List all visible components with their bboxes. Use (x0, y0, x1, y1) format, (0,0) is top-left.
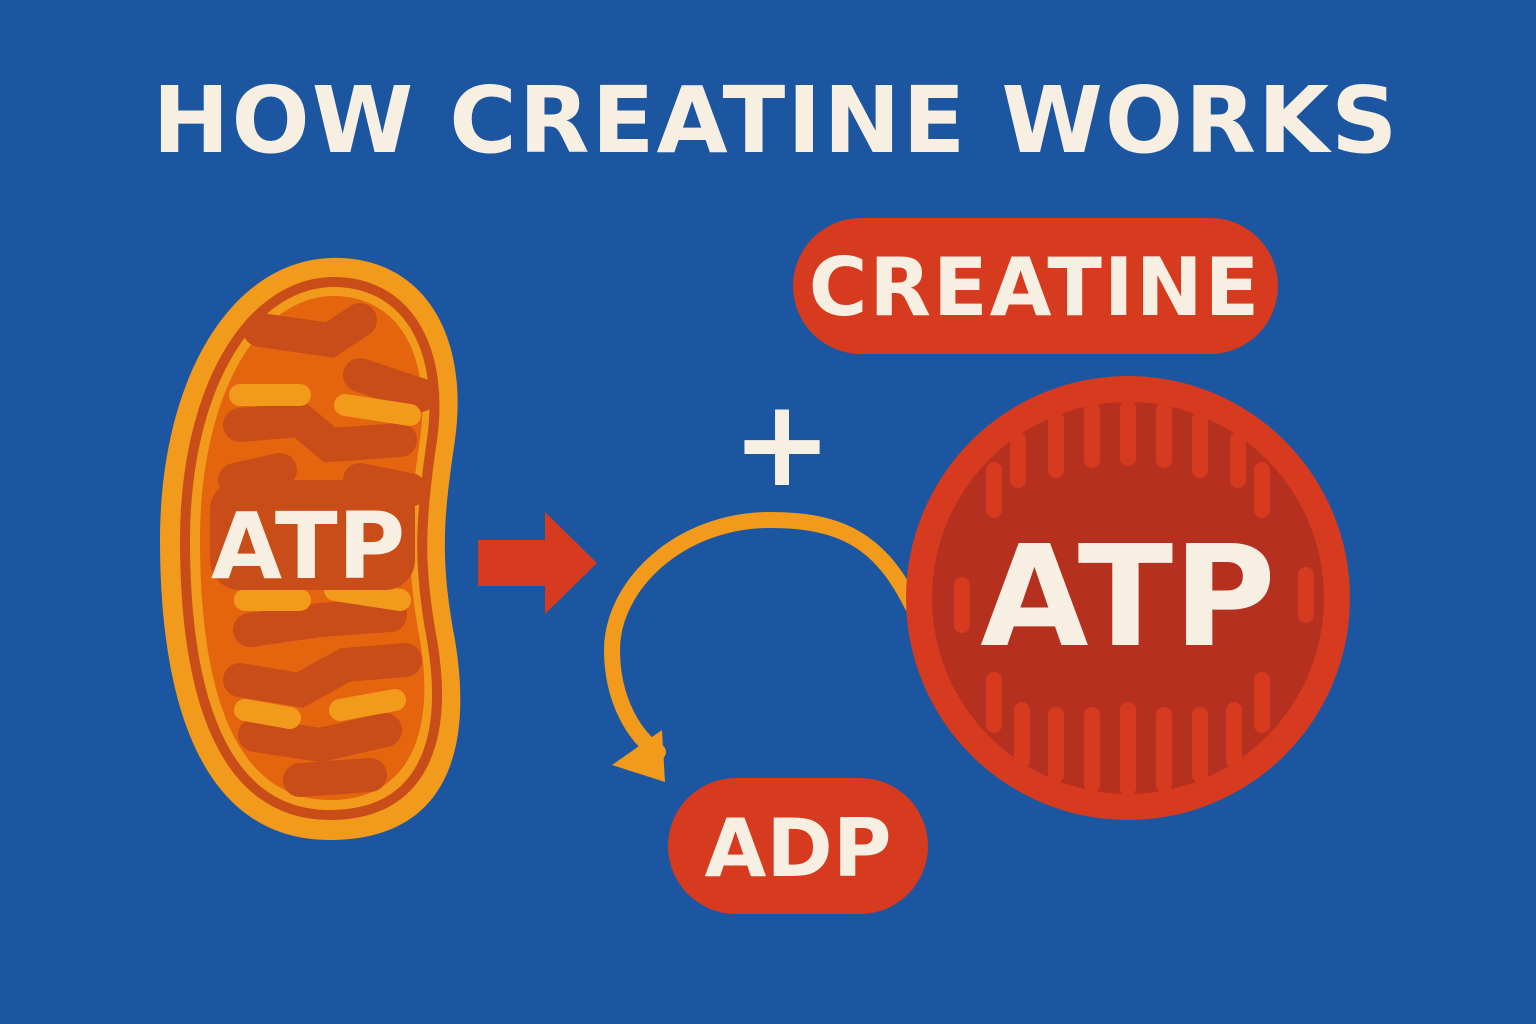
curved-arrow (603, 511, 920, 782)
adp-pill-label: ADP (705, 802, 892, 895)
mitochondrion-inner-membrane (179, 276, 442, 821)
creatine-pill-shape (793, 218, 1278, 354)
diagram-title: HOW CREATINE WORKS (153, 67, 1400, 174)
mitochondrion-label: ATP (211, 493, 405, 600)
creatine-pill: CREATINE (793, 218, 1278, 354)
adp-pill: ADP (668, 778, 928, 914)
mitochondrion-highlights (229, 384, 421, 729)
atp-circle-inner (932, 402, 1324, 794)
curved-arrow-path (603, 511, 920, 760)
curved-arrow-head-icon (612, 730, 665, 782)
arrow-right-icon (478, 512, 597, 614)
atp-circle: ATP (906, 376, 1350, 820)
mitochondrion-label-backdrop (210, 480, 415, 590)
atp-circle-label: ATP (980, 516, 1276, 679)
atp-circle-ticks (954, 400, 1314, 796)
mitochondrion: ATP (160, 257, 461, 840)
creatine-pill-label: CREATINE (809, 241, 1262, 334)
plus-sign: + (732, 375, 833, 514)
adp-pill-shape (668, 778, 928, 914)
mitochondrion-cristae (218, 303, 437, 797)
